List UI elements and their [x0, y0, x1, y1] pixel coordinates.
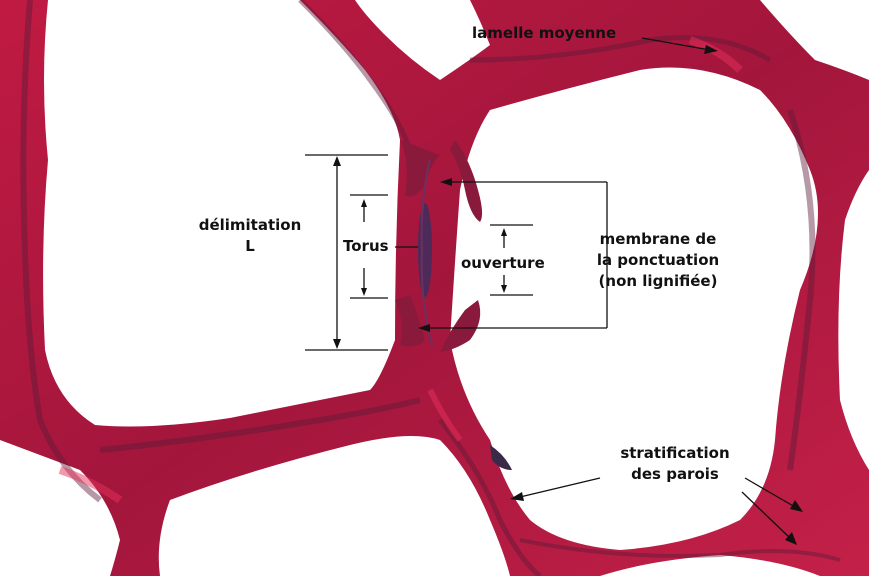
- label-torus: Torus: [343, 236, 389, 257]
- label-strat-line2: des parois: [600, 464, 750, 485]
- label-strat-line1: stratification: [600, 443, 750, 464]
- label-membrane-line1: membrane de: [578, 229, 738, 250]
- label-membrane: membrane de la ponctuation (non lignifié…: [578, 229, 738, 292]
- label-ouverture: ouverture: [461, 253, 545, 274]
- label-delimitation-line2: L: [187, 236, 313, 257]
- label-membrane-line2: la ponctuation: [578, 250, 738, 271]
- label-stratification: stratification des parois: [600, 443, 750, 485]
- label-delimitation: délimitation L: [187, 215, 313, 257]
- label-delimitation-line1: délimitation: [187, 215, 313, 236]
- label-membrane-line3: (non lignifiée): [578, 271, 738, 292]
- label-lamelle-moyenne: lamelle moyenne: [472, 23, 616, 44]
- torus-shape: [418, 203, 432, 297]
- lumen-top-left: [43, 0, 400, 426]
